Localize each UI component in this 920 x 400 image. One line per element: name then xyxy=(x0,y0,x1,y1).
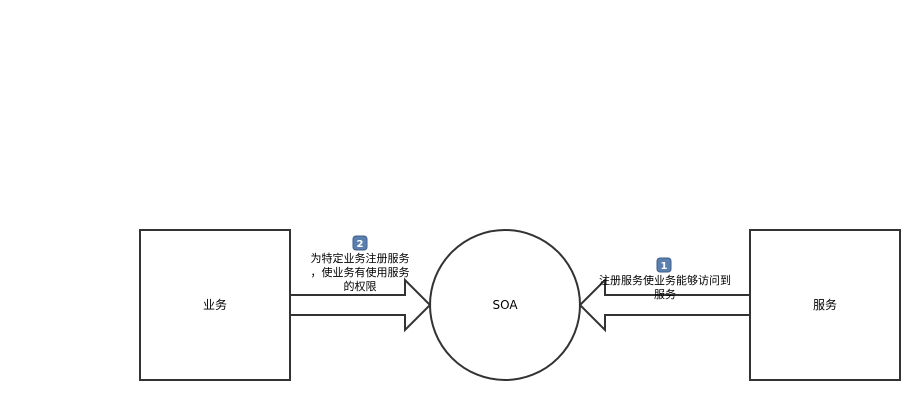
service-box[interactable] xyxy=(749,229,901,381)
service-label: 服务 xyxy=(813,297,837,312)
business-to-soa-arrow[interactable] xyxy=(289,277,432,333)
service-to-soa-arrow[interactable] xyxy=(578,277,751,333)
step-1-badge: 1 xyxy=(656,257,672,273)
business-arrow-label-line-3: 的权限 xyxy=(344,279,377,293)
soa-label: SOA xyxy=(492,298,518,312)
business-label: 业务 xyxy=(203,297,227,312)
service-arrow-label-line-2: 服务 xyxy=(654,288,676,301)
service-arrow-label-line-1: 注册服务使业务能够访问到 xyxy=(599,273,731,287)
business-arrow-label-line-1: 为特定业务注册服务 xyxy=(311,251,410,265)
step-2-number: 2 xyxy=(357,239,364,250)
step-2-badge: 2 xyxy=(352,235,368,251)
business-box[interactable] xyxy=(139,229,291,381)
business-arrow-label-line-2: ，使业务有使用服务 xyxy=(311,265,410,279)
step-1-number: 1 xyxy=(661,261,668,272)
